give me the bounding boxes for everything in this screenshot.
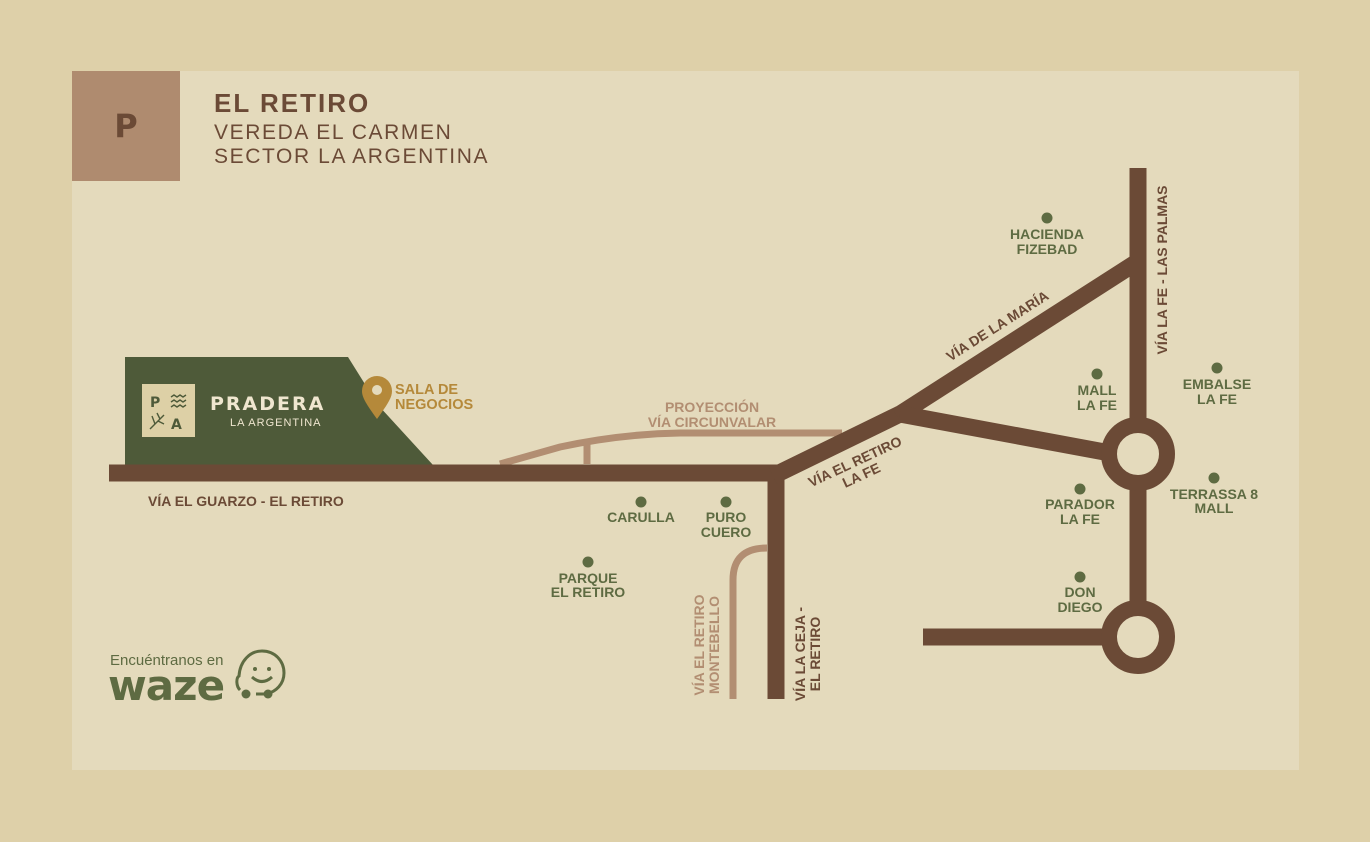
roundabout-north [1101, 417, 1175, 491]
road-label-guarzo: VÍA EL GUARZO - EL RETIRO [148, 493, 344, 509]
logo-letter-a: A [171, 417, 182, 433]
waze-wordmark: waze [108, 661, 224, 710]
poi-label: TERRASSA 8 [1170, 486, 1258, 502]
road-label-circunvalar-1: PROYECCIÓN [665, 398, 759, 415]
poi-label: EL RETIRO [551, 584, 626, 600]
title-block: EL RETIRO VEREDA EL CARMEN SECTOR LA ARG… [214, 88, 489, 169]
poi-label: PURO [706, 509, 747, 525]
waze-promo[interactable]: Encuéntranos en waze [108, 649, 286, 710]
sales-office-label-2: NEGOCIOS [395, 397, 473, 413]
leaf-icon [149, 412, 165, 430]
poi-label: CARULLA [607, 509, 675, 525]
poi-puro-cuero: PURO CUERO [701, 496, 752, 540]
poi-label: PARADOR [1045, 496, 1115, 512]
poi-hacienda: HACIENDA FIZEBAD [1010, 212, 1084, 257]
subtitle-line-2: SECTOR LA ARGENTINA [214, 145, 490, 168]
waze-tagline: Encuéntranos en [110, 652, 223, 669]
poi-label: MALL [1195, 500, 1234, 516]
poi-carulla: CARULLA [607, 496, 675, 525]
poi-parador: PARADOR LA FE [1045, 483, 1115, 527]
poi-label: EMBALSE [1183, 376, 1251, 392]
poi-terrassa: TERRASSA 8 MALL [1170, 472, 1258, 516]
waves-icon [170, 394, 187, 408]
logo-letter-p: P [150, 395, 160, 411]
poi-label: DIEGO [1057, 599, 1102, 615]
road-retiro-fe [769, 406, 904, 484]
road-label-ceja-1: VÍA LA CEJA - [792, 607, 808, 701]
poi-label: FIZEBAD [1017, 241, 1078, 257]
road-label-fe-palmas: VÍA LA FE - LAS PALMAS [1154, 185, 1170, 354]
road-connector-roundabout [898, 405, 1112, 462]
poi-embalse: EMBALSE LA FE [1183, 362, 1251, 407]
poi-label: HACIENDA [1010, 226, 1084, 242]
sales-office-label-1: SALA DE [395, 382, 458, 398]
poi-don-diego: DON DIEGO [1057, 571, 1103, 615]
road-label-ceja: VÍA LA CEJA - EL RETIRO [792, 607, 823, 701]
location-pin-icon [362, 376, 392, 419]
page-title: EL RETIRO [214, 88, 371, 118]
road-montebello [729, 544, 768, 699]
road-maria [892, 254, 1142, 424]
poi-label: DON [1064, 584, 1095, 600]
road-label-montebello-2: MONTEBELLO [706, 596, 722, 694]
pradera-block [125, 357, 433, 465]
poi-label: PARQUE [559, 570, 618, 586]
road-label-circunvalar-2: VÍA CIRCUNVALAR [648, 414, 776, 430]
poi-label: LA FE [1197, 391, 1237, 407]
poi-label: LA FE [1060, 511, 1100, 527]
road-circunvalar [499, 429, 842, 468]
parking-badge: P [72, 71, 180, 181]
poi-label: MALL [1078, 382, 1117, 398]
badge-letter: P [114, 107, 138, 145]
poi-parque: PARQUE EL RETIRO [551, 556, 626, 600]
road-label-montebello: VÍA EL RETIRO MONTEBELLO [691, 594, 722, 695]
poi-label: CUERO [701, 524, 752, 540]
brand-subname: LA ARGENTINA [230, 417, 321, 429]
poi-mall-fe: MALL LA FE [1077, 368, 1117, 413]
roundabout-south [1101, 600, 1175, 674]
road-label-ceja-2: EL RETIRO [807, 617, 823, 692]
road-label-montebello-1: VÍA EL RETIRO [691, 594, 707, 695]
brand-name: PRADERA [210, 393, 325, 415]
subtitle-line-1: VEREDA EL CARMEN [214, 121, 453, 144]
waze-icon [235, 649, 286, 699]
poi-label: LA FE [1077, 397, 1117, 413]
